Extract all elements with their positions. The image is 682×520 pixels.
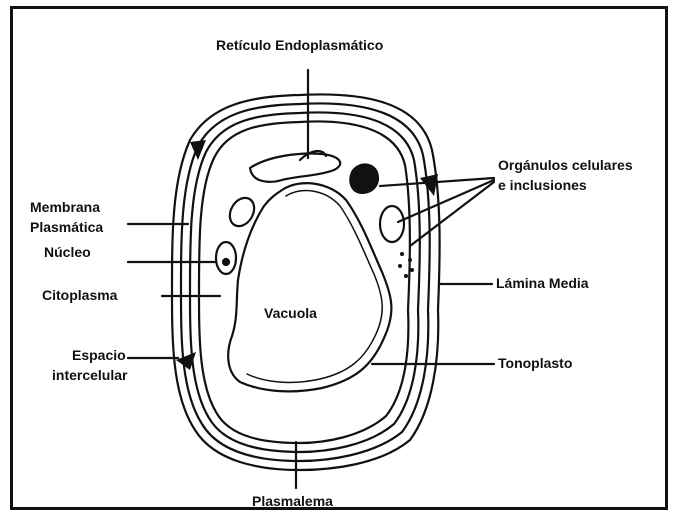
er-fold [300,151,326,160]
granule-1 [400,252,404,256]
er-cisterna [250,154,340,182]
granule-5 [404,274,408,278]
label-nucleo: Núcleo [44,244,91,260]
label-citoplasma: Citoplasma [42,287,118,303]
label-membrana-line-1: Membrana [30,199,100,215]
intercellular-corner-right [420,174,438,196]
granule-3 [398,264,402,268]
label-membrana-line-2: Plasmática [30,219,103,235]
organulos-pointer-2 [398,180,494,222]
label-organulos-line-2: e inclusiones [498,177,587,193]
label-organulos-line-1: Orgánulos celulares [498,157,633,173]
nucleolus [223,259,229,265]
organulos-pointer-3 [410,182,494,246]
label-plasmalema: Plasmalema [252,493,333,509]
granule-4 [410,268,414,272]
dark-inclusion [349,163,379,194]
tonoplast-inner [247,191,382,383]
label-lamina-media: Lámina Media [496,275,589,291]
granule-2 [408,258,412,262]
label-espacio-line-1: Espacio [72,347,126,363]
plasmalema-membrane [199,121,410,443]
label-espacio-line-2: intercelular [52,367,128,383]
label-tonoplasto: Tonoplasto [498,355,572,371]
plastid-right [380,206,404,242]
label-vacuola: Vacuola [264,305,317,321]
label-reticulo-endoplasmatico: Retículo Endoplasmático [216,37,383,53]
